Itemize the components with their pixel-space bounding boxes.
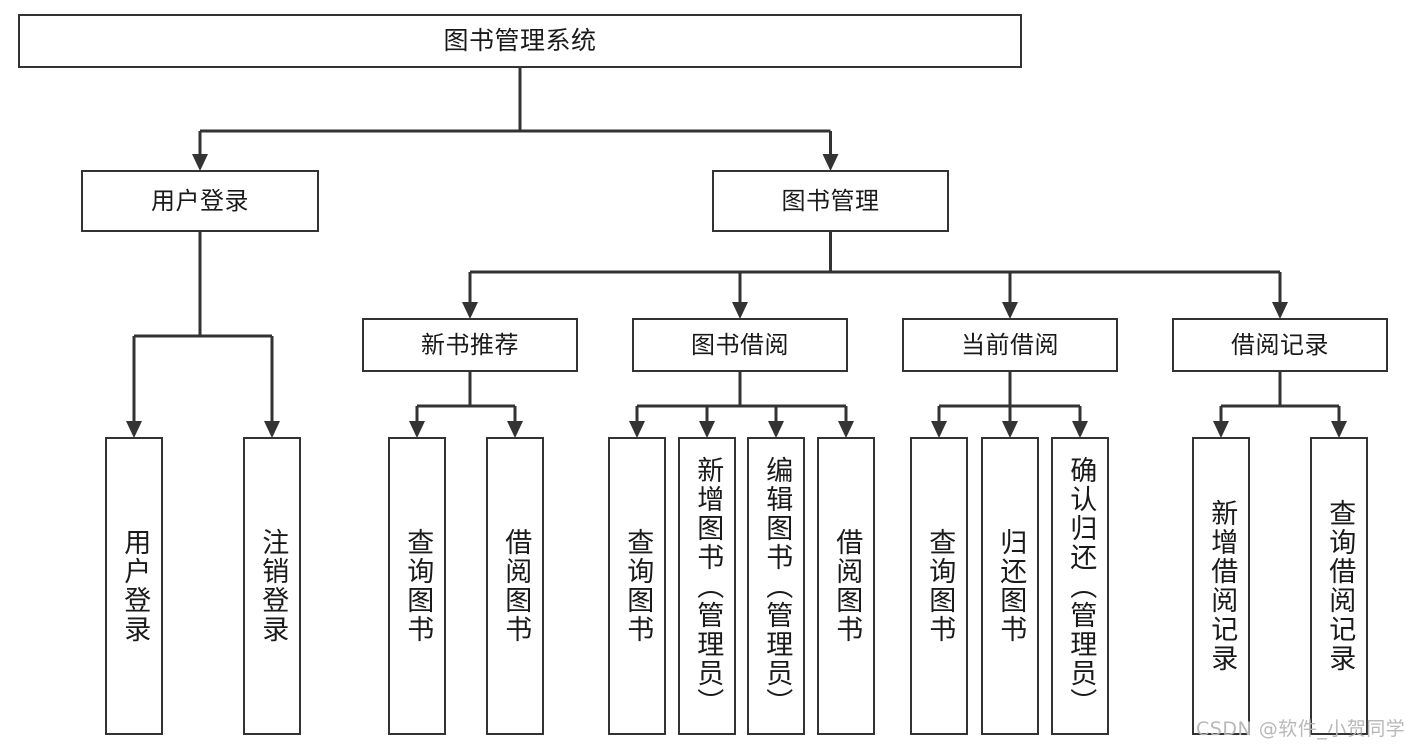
node-label: 新增图书（管理员） xyxy=(692,455,724,717)
node-label: 借阅图书 xyxy=(831,528,863,644)
node-leaf_query_book_2[interactable]: 查询图书 xyxy=(608,437,666,735)
node-label: 注销登录 xyxy=(257,528,289,644)
node-label: 查询图书 xyxy=(924,528,956,644)
node-label: 查询借阅记录 xyxy=(1324,499,1356,673)
node-label: 用户登录 xyxy=(119,528,151,644)
node-new_book_rec[interactable]: 新书推荐 xyxy=(362,318,578,372)
node-label: 归还图书 xyxy=(995,528,1027,644)
node-label: 图书管理系统 xyxy=(443,26,597,56)
node-label: 图书借阅 xyxy=(691,330,789,359)
node-leaf_add_record[interactable]: 新增借阅记录 xyxy=(1192,437,1250,735)
node-label: 新增借阅记录 xyxy=(1206,499,1238,673)
node-label: 查询图书 xyxy=(622,528,654,644)
node-leaf_borrow_book_1[interactable]: 借阅图书 xyxy=(486,437,544,735)
node-borrow_record[interactable]: 借阅记录 xyxy=(1172,318,1388,372)
node-book_borrow[interactable]: 图书借阅 xyxy=(632,318,848,372)
node-label: 确认归还（管理员） xyxy=(1065,455,1097,717)
node-label: 新书推荐 xyxy=(421,330,519,359)
node-label: 借阅图书 xyxy=(500,528,532,644)
node-leaf_borrow_book_2[interactable]: 借阅图书 xyxy=(817,437,875,735)
node-leaf_query_record[interactable]: 查询借阅记录 xyxy=(1310,437,1368,735)
node-leaf_query_book_1[interactable]: 查询图书 xyxy=(388,437,446,735)
node-leaf_return_book[interactable]: 归还图书 xyxy=(981,437,1039,735)
node-label: 当前借阅 xyxy=(961,330,1059,359)
node-label: 借阅记录 xyxy=(1231,330,1329,359)
node-leaf_user_login[interactable]: 用户登录 xyxy=(105,437,163,735)
node-user_login[interactable]: 用户登录 xyxy=(81,170,319,232)
node-root[interactable]: 图书管理系统 xyxy=(18,14,1022,68)
node-leaf_confirm_return[interactable]: 确认归还（管理员） xyxy=(1051,437,1109,735)
watermark-text: CSDN @软件_小贺同学 xyxy=(1196,718,1405,740)
node-leaf_user_logout[interactable]: 注销登录 xyxy=(243,437,301,735)
node-label: 编辑图书（管理员） xyxy=(761,455,793,717)
node-current_borrow[interactable]: 当前借阅 xyxy=(902,318,1118,372)
node-leaf_edit_book[interactable]: 编辑图书（管理员） xyxy=(747,437,805,735)
node-leaf_query_book_3[interactable]: 查询图书 xyxy=(910,437,968,735)
node-label: 查询图书 xyxy=(402,528,434,644)
node-leaf_add_book[interactable]: 新增图书（管理员） xyxy=(678,437,736,735)
node-label: 用户登录 xyxy=(151,186,249,215)
node-book_manage[interactable]: 图书管理 xyxy=(712,170,949,232)
node-label: 图书管理 xyxy=(781,186,880,215)
